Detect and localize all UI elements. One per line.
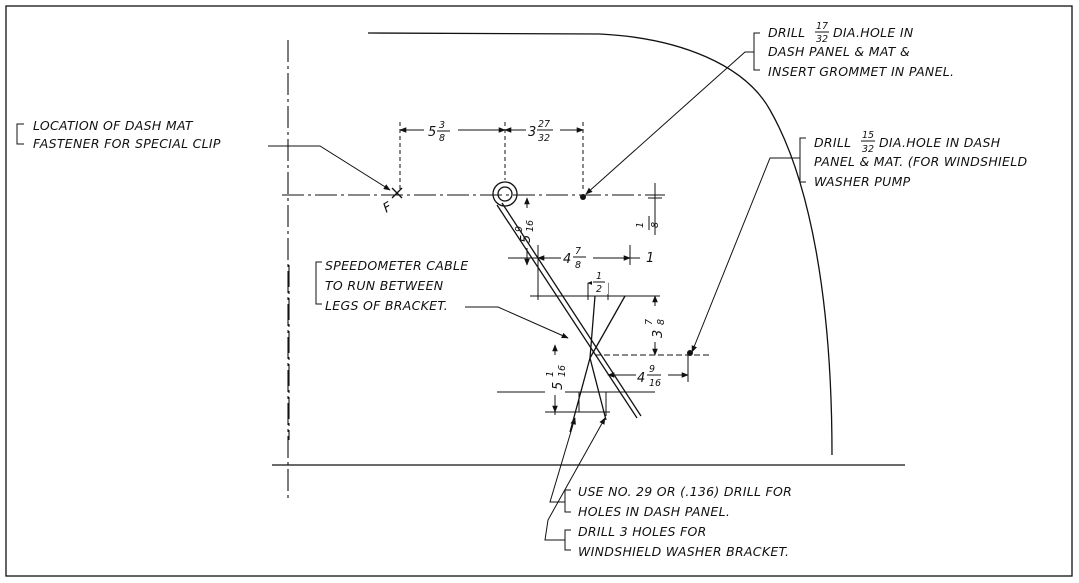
svg-text:1: 1 <box>635 222 646 228</box>
note-drill-holes: USE NO. 29 OR (.136) DRILL FOR HOLES IN … <box>544 417 792 559</box>
svg-text:TO RUN BETWEEN: TO RUN BETWEEN <box>325 278 444 293</box>
svg-text:3: 3 <box>651 330 666 338</box>
svg-text:8: 8 <box>656 319 667 325</box>
svg-text:2: 2 <box>596 284 602 295</box>
svg-text:8: 8 <box>439 133 445 144</box>
svg-text:17: 17 <box>816 21 828 32</box>
svg-text:16: 16 <box>649 378 661 389</box>
dash-panel-outline <box>367 32 833 456</box>
svg-text:3: 3 <box>439 120 445 131</box>
dimension-d6: 1 2 <box>592 268 608 295</box>
svg-text:5: 5 <box>551 382 566 390</box>
dimension-d4: 1 8 <box>635 183 662 235</box>
svg-text:1: 1 <box>596 271 602 282</box>
svg-text:INSERT GROMMET IN PANEL.: INSERT GROMMET IN PANEL. <box>768 64 954 79</box>
dimension-d8: 5 1 16 <box>545 355 568 395</box>
dimension-d5: 4 7 8 <box>561 243 593 271</box>
svg-text:DRILL: DRILL <box>768 25 805 40</box>
svg-text:LOCATION OF DASH MAT: LOCATION OF DASH MAT <box>33 118 194 133</box>
svg-text:FASTENER FOR SPECIAL CLIP: FASTENER FOR SPECIAL CLIP <box>33 136 221 151</box>
dimension-d9: 4 9 16 <box>636 362 668 389</box>
svg-text:4: 4 <box>563 252 571 267</box>
washer-pump-hole-mark <box>687 350 693 356</box>
dimension-d1: 5 3 8 <box>424 116 458 144</box>
dimension-d3: 5 9 16 <box>514 197 536 266</box>
dimension-d2: 3 27 32 <box>526 116 560 144</box>
speedometer-cable-hole <box>492 181 518 207</box>
svg-text:16: 16 <box>557 365 568 377</box>
svg-text:5: 5 <box>519 235 534 243</box>
drawing-border <box>5 5 1073 577</box>
note-dash-mat-fastener: LOCATION OF DASH MAT FASTENER FOR SPECIA… <box>16 118 391 191</box>
speedometer-cable <box>496 202 642 419</box>
svg-text:WINDSHIELD WASHER BRACKET.: WINDSHIELD WASHER BRACKET. <box>578 544 789 559</box>
svg-text:7: 7 <box>644 319 655 325</box>
svg-text:DIA.HOLE IN: DIA.HOLE IN <box>833 25 914 40</box>
svg-text:WASHER PUMP: WASHER PUMP <box>814 174 911 189</box>
svg-text:DIA.HOLE IN DASH: DIA.HOLE IN DASH <box>879 135 1001 150</box>
svg-text:DASH PANEL & MAT &: DASH PANEL & MAT & <box>768 44 910 59</box>
svg-text:9: 9 <box>649 364 655 375</box>
svg-text:32: 32 <box>538 133 550 144</box>
svg-text:15: 15 <box>862 130 874 141</box>
note-grommet: DRILL 17 32 DIA.HOLE IN DASH PANEL & MAT… <box>585 21 954 195</box>
svg-text:16: 16 <box>525 220 536 232</box>
svg-text:HOLES IN DASH PANEL.: HOLES IN DASH PANEL. <box>578 504 730 519</box>
grommet-hole-mark <box>580 194 586 200</box>
svg-text:USE NO. 29 OR (.136) DRILL FOR: USE NO. 29 OR (.136) DRILL FOR <box>578 484 792 499</box>
svg-text:7: 7 <box>575 246 581 257</box>
svg-text:DRILL 3 HOLES FOR: DRILL 3 HOLES FOR <box>578 524 707 539</box>
dimension-d7: 3 7 8 <box>644 306 667 342</box>
svg-text:5: 5 <box>428 125 436 140</box>
svg-text:1: 1 <box>545 371 556 377</box>
svg-text:SPEEDOMETER CABLE: SPEEDOMETER CABLE <box>325 258 468 273</box>
note-speedometer-cable: SPEEDOMETER CABLE TO RUN BETWEEN LEGS OF… <box>315 258 569 339</box>
fastener-location-mark: F <box>381 187 403 216</box>
dimension-d10: 1 <box>646 251 654 266</box>
note-washer-pump: DRILL 15 32 DIA.HOLE IN DASH PANEL & MAT… <box>691 130 1027 353</box>
svg-text:PANEL & MAT. (FOR WINDSHIELD: PANEL & MAT. (FOR WINDSHIELD <box>814 154 1027 169</box>
svg-text:32: 32 <box>816 34 828 45</box>
fastener-tag: F <box>381 199 395 216</box>
svg-text:LEGS OF BRACKET.: LEGS OF BRACKET. <box>325 298 448 313</box>
svg-text:3: 3 <box>528 125 536 140</box>
svg-text:DRILL: DRILL <box>814 135 851 150</box>
svg-text:32: 32 <box>862 144 874 155</box>
svg-text:8: 8 <box>575 260 581 271</box>
svg-text:4: 4 <box>637 371 645 386</box>
svg-text:8: 8 <box>650 222 661 228</box>
svg-text:27: 27 <box>538 119 550 130</box>
